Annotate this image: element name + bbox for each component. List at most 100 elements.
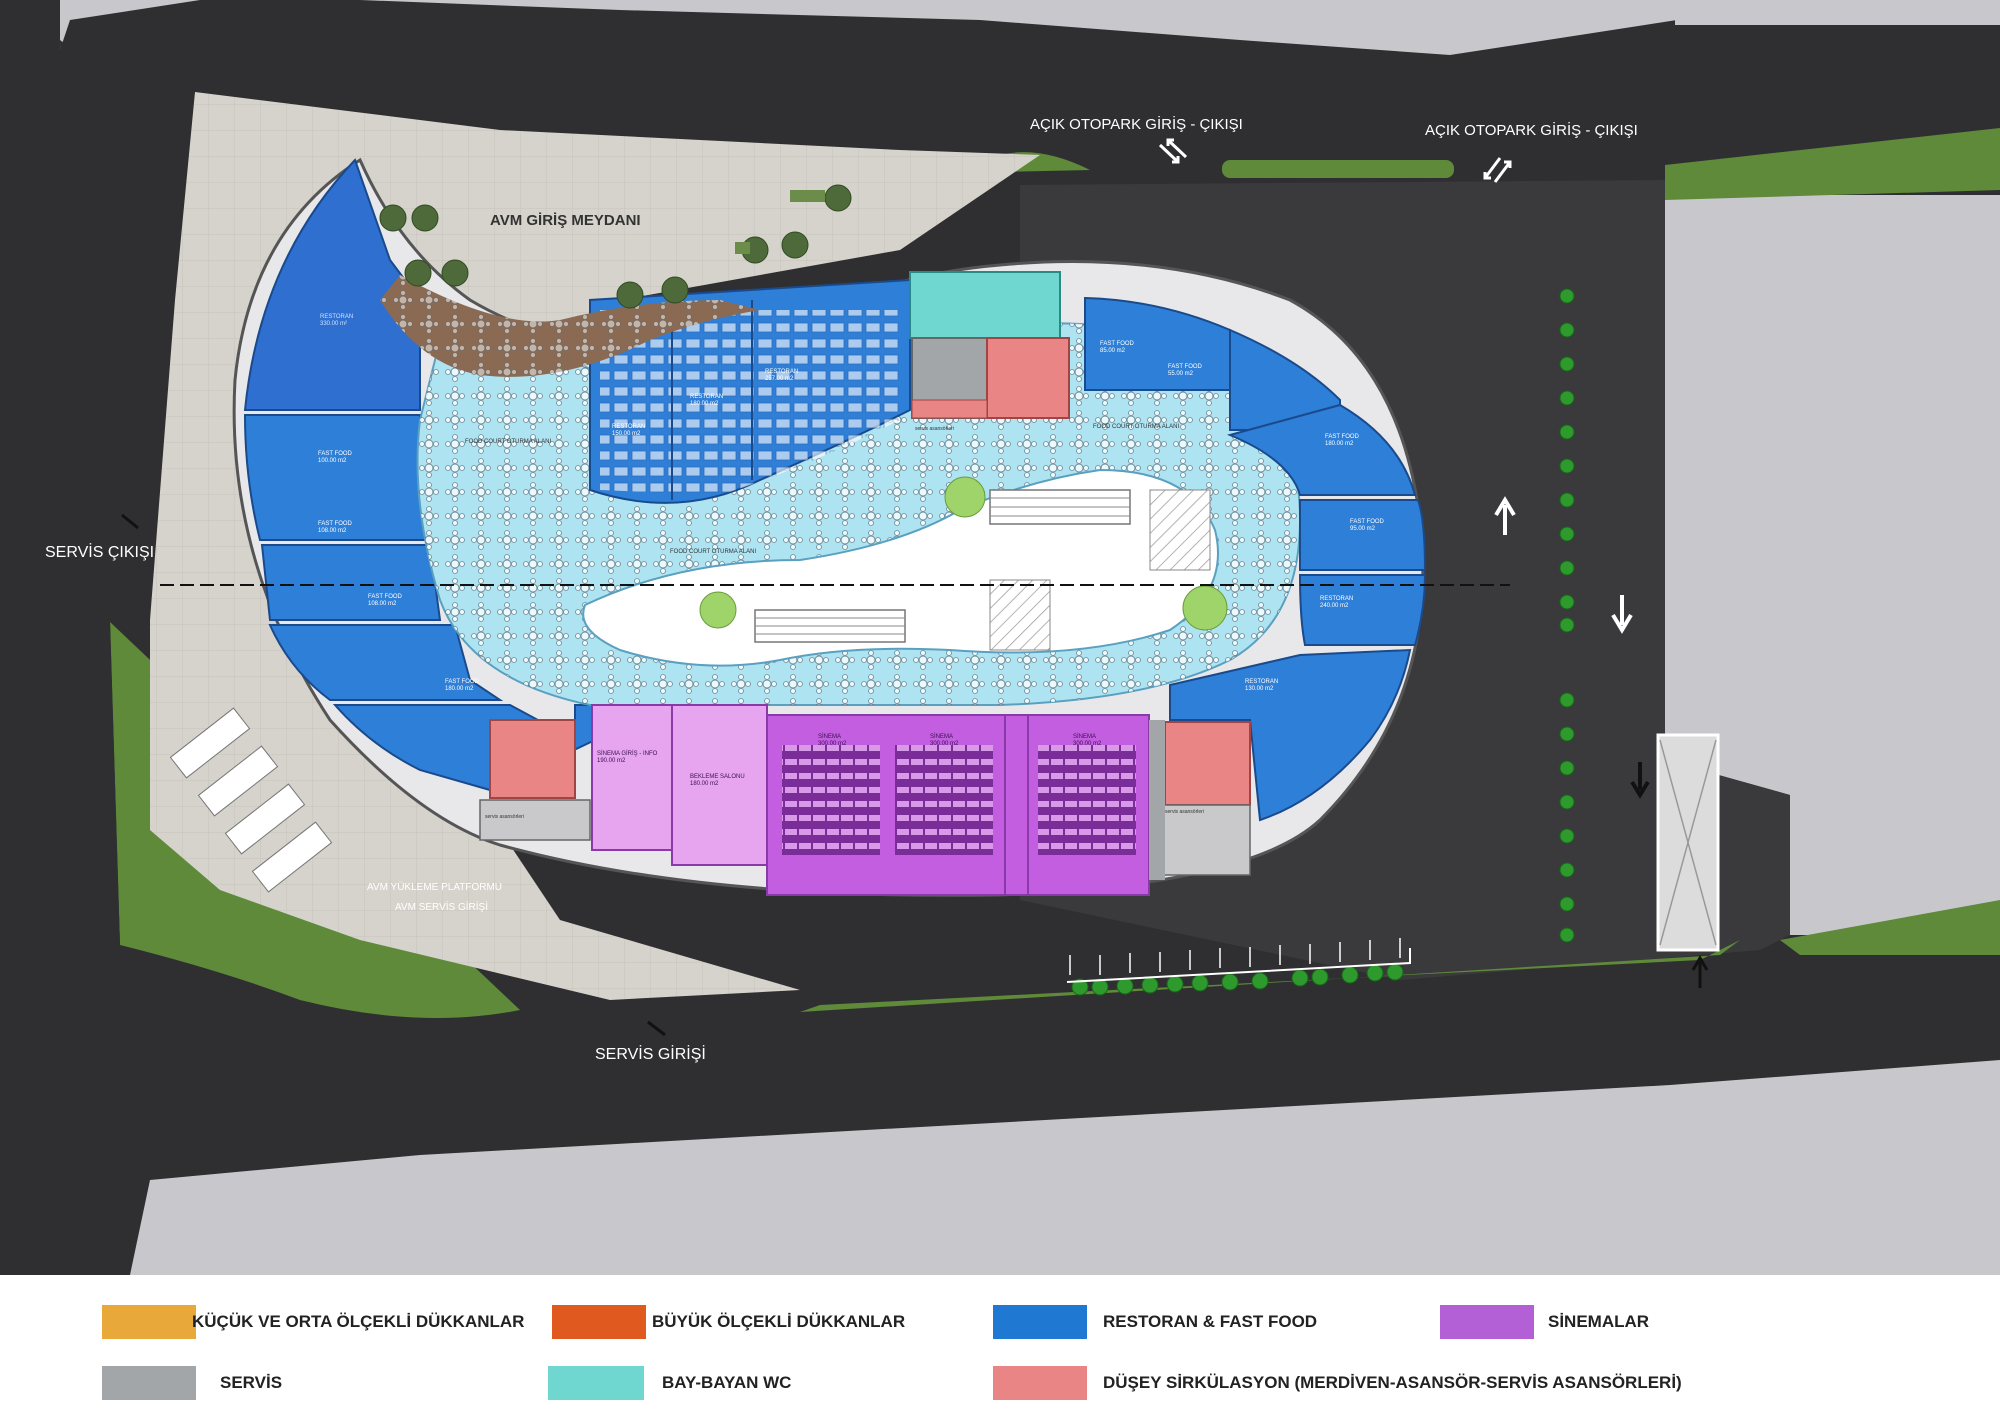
- site-plan: AVM GİRİŞ MEYDANI AÇIK OTOPARK GİRİŞ - Ç…: [0, 0, 2000, 1275]
- legend-label: BAY-BAYAN WC: [662, 1373, 792, 1392]
- tree-9: [824, 184, 852, 212]
- restaurant-seating: [600, 310, 900, 495]
- service-entry-label: SERVİS GİRİŞİ: [595, 1044, 706, 1063]
- cinema-2-seats: [895, 745, 993, 855]
- service-entrance-label: AVM SERVİS GİRİŞİ: [395, 900, 488, 913]
- escalator-1-steps: [990, 497, 1130, 517]
- legend-item-vertical-circulation: DÜŞEY SİRKÜLASYON (MERDİVEN-ASANSÖR-SERV…: [993, 1366, 1682, 1400]
- wc-block: [909, 271, 1061, 339]
- lot-top: [360, 0, 2000, 55]
- legend-label: SERVİS: [220, 1373, 283, 1392]
- arrow-up-small-icon: [1691, 955, 1709, 988]
- terrace-tables: [380, 275, 760, 377]
- service-elevator-label-1: servis asansörleri: [485, 814, 524, 820]
- entry-exit-icon-1: [1158, 138, 1188, 164]
- loading-platform-label: AVM YÜKLEME PLATFORMU: [367, 881, 502, 893]
- food-court-label-2: FOOD COURT OTURMA ALANI: [670, 549, 756, 555]
- truck-3: [224, 783, 306, 855]
- stairs-top: [986, 337, 1070, 419]
- truck-1: [169, 707, 251, 779]
- tree-6: [661, 276, 689, 304]
- restaurant-right-2: [1169, 648, 1412, 822]
- street-tree-row: [1071, 963, 1404, 996]
- legend-swatch: [993, 1305, 1087, 1339]
- stairs-right: [1164, 721, 1251, 806]
- tree-5: [616, 281, 644, 309]
- legend-swatch: [102, 1366, 196, 1400]
- truck-4: [251, 821, 333, 893]
- ramp-marking: [1659, 739, 1717, 946]
- service-elevator-label-3: servis asansörleri: [915, 426, 954, 432]
- fastfood-right-3: [1226, 403, 1417, 496]
- fastfood-left-2: [260, 544, 442, 621]
- service-exit-arrow-icon: [121, 513, 139, 530]
- legend-item-wc: BAY-BAYAN WC: [548, 1366, 791, 1400]
- kiosk-2: [989, 579, 1051, 651]
- stairs-left: [489, 719, 576, 799]
- legend: KÜÇÜK VE ORTA ÖLÇEKLİ DÜKKANLAR BÜYÜK ÖL…: [0, 1275, 2000, 1414]
- legend-item-large-shops: BÜYÜK ÖLÇEKLİ DÜKKANLAR: [552, 1305, 905, 1339]
- food-court-label-1: FOOD COURT OTURMA ALANI: [465, 439, 551, 445]
- planter-2: [735, 242, 750, 254]
- lot-top-left: [0, 0, 200, 50]
- lot-bottom: [130, 1060, 2000, 1275]
- service-room-right: [1149, 804, 1251, 876]
- parking-stalls: [1069, 938, 1401, 975]
- arrow-up-icon: [1494, 496, 1516, 535]
- tree-1: [379, 204, 407, 232]
- parking-tree-row-1: [1559, 288, 1575, 633]
- fastfood-right-4: [1299, 499, 1427, 571]
- kiosk-1: [1149, 489, 1211, 571]
- cinema-3-seats: [1038, 745, 1136, 855]
- fastfood-left-1: [243, 414, 432, 541]
- parking-entry-label-2: AÇIK OTOPARK GİRİŞ - ÇIKIŞI: [1425, 121, 1638, 139]
- parking-curb: [1066, 948, 1411, 983]
- parking-entry-label-1: AÇIK OTOPARK GİRİŞ - ÇIKIŞI: [1030, 115, 1243, 133]
- arrow-down-small-icon: [1630, 762, 1650, 799]
- tree-atrium-3: [1182, 585, 1228, 631]
- tree-8: [781, 231, 809, 259]
- tree-atrium-1: [699, 591, 737, 629]
- service-room-left: [479, 799, 591, 841]
- service-entry-arrow-icon: [647, 1020, 666, 1037]
- legend-label: RESTORAN & FAST FOOD: [1103, 1312, 1318, 1331]
- cinema-service-corridor: [1149, 720, 1165, 880]
- lot-right: [1665, 195, 2000, 935]
- restaurant-right-1: [1298, 574, 1427, 646]
- fastfood-left-3: [268, 624, 504, 701]
- lot-top-right: [1675, 0, 2000, 25]
- cinema-foyer: [591, 704, 673, 851]
- legend-swatch: [102, 1305, 196, 1339]
- road-left-edge: [60, 40, 125, 945]
- grass-right: [1780, 900, 2000, 955]
- stairs-top-strip: [911, 399, 988, 419]
- waiting-hall: [671, 704, 768, 866]
- planter-1: [790, 190, 825, 202]
- truck-2: [197, 745, 279, 817]
- service-exit-label: SERVİS ÇIKIŞI: [45, 542, 154, 561]
- tree-3: [404, 259, 432, 287]
- legend-label: SİNEMALAR: [1548, 1312, 1650, 1331]
- legend-item-cinemas: SİNEMALAR: [1440, 1305, 1649, 1339]
- parking-tree-row-2: [1559, 692, 1575, 943]
- escalator-2-steps: [755, 617, 905, 635]
- legend-item-restaurants: RESTORAN & FAST FOOD: [993, 1305, 1317, 1339]
- tree-atrium-2: [944, 476, 986, 518]
- grass-top-right: [1665, 128, 2000, 200]
- legend-swatch: [1440, 1305, 1534, 1339]
